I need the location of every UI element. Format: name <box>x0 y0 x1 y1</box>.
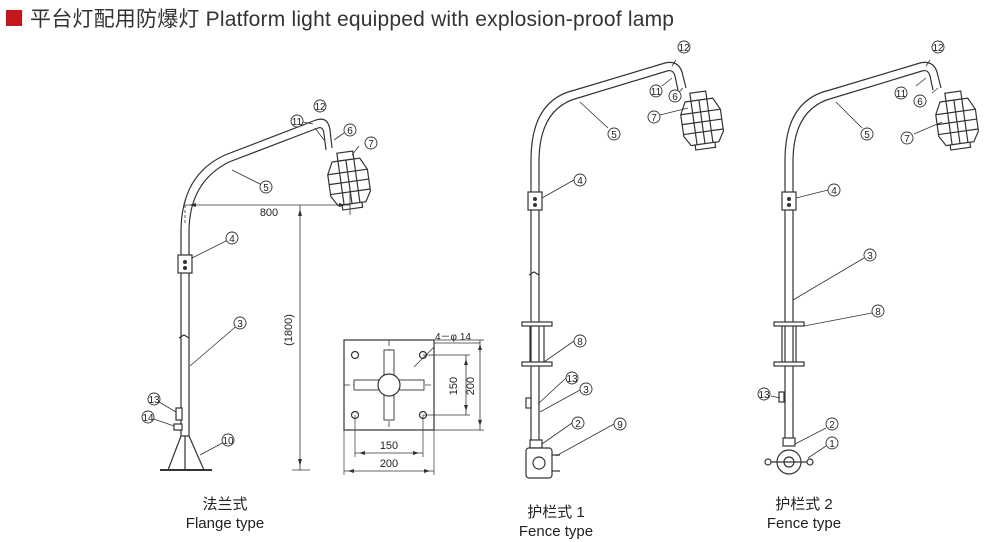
fence-type-1-figure <box>521 59 727 479</box>
callout-circle <box>221 433 235 447</box>
title-marker <box>6 10 22 26</box>
callout-2: 2 <box>829 420 835 431</box>
dim-holes: 4－φ 14 <box>435 332 471 343</box>
callout-circle <box>677 40 691 54</box>
callout-6: 6 <box>347 126 353 137</box>
dim-h200: 200 <box>380 458 398 470</box>
callout-7: 7 <box>904 134 910 145</box>
flange-type-figure: 800 (1800) <box>147 118 374 471</box>
part-callouts: 12 11 6 7 5 4 3 13 14 10 12 11 6 7 5 4 8… <box>141 40 945 450</box>
callout-circle <box>579 382 593 396</box>
callout-5: 5 <box>263 183 269 194</box>
callout-circle <box>894 86 908 100</box>
callout-circle <box>900 131 914 145</box>
callout-circle <box>647 110 661 124</box>
callout-circle <box>343 123 357 137</box>
callout-12: 12 <box>314 102 326 113</box>
callout-4: 4 <box>831 186 837 197</box>
callout-circle <box>863 248 877 262</box>
callout-13: 13 <box>758 390 770 401</box>
callout-circle <box>827 183 841 197</box>
callout-14: 14 <box>142 413 154 424</box>
callout-7: 7 <box>651 113 657 124</box>
dim-1800: (1800) <box>283 314 295 346</box>
dim-800: 800 <box>260 207 278 219</box>
callout-1: 1 <box>829 439 835 450</box>
fence-type-2-figure <box>764 59 982 475</box>
callout-circle <box>565 371 579 385</box>
callout-3: 3 <box>237 319 243 330</box>
callout-5: 5 <box>611 130 617 141</box>
callout-13: 13 <box>566 374 578 385</box>
caption-fence2-en: Fence type <box>766 515 842 532</box>
callout-circle <box>364 136 378 150</box>
callout-4: 4 <box>229 234 235 245</box>
callout-circle <box>913 94 927 108</box>
caption-fence1-en: Fence type <box>518 523 594 540</box>
callout-11: 11 <box>896 89 907 100</box>
caption-fence1-cn: 护栏式 1 <box>527 504 585 521</box>
flange-plate-detail: 4－φ 14 150 200 150 200 <box>343 332 484 475</box>
callout-circle <box>573 334 587 348</box>
caption-flange-cn: 法兰式 <box>202 496 248 513</box>
callout-5: 5 <box>864 130 870 141</box>
callout-6: 6 <box>672 92 678 103</box>
callout-circle <box>225 231 239 245</box>
caption-flange-en: Flange type <box>185 515 265 532</box>
callout-circle <box>757 387 771 401</box>
callout-12: 12 <box>678 43 690 54</box>
callout-4: 4 <box>577 176 583 187</box>
callout-circle <box>871 304 885 318</box>
callout-circle <box>668 89 682 103</box>
callout-3: 3 <box>867 251 873 262</box>
page-header: 平台灯配用防爆灯 Platform light equipped with ex… <box>6 4 674 32</box>
dim-v150: 150 <box>448 377 460 395</box>
caption-fence-1: 护栏式 1 Fence type <box>496 503 616 541</box>
callout-13: 13 <box>148 395 160 406</box>
callout-circle <box>573 173 587 187</box>
callout-circle <box>290 114 304 128</box>
callout-8: 8 <box>577 337 583 348</box>
callout-circle <box>141 410 155 424</box>
callout-circle <box>825 436 839 450</box>
callout-circle <box>931 40 945 54</box>
callout-7: 7 <box>368 139 374 150</box>
callout-3: 3 <box>583 385 589 396</box>
caption-fence2-cn: 护栏式 2 <box>775 496 833 513</box>
callout-circle <box>259 180 273 194</box>
callout-circle <box>607 127 621 141</box>
callout-circle <box>860 127 874 141</box>
callout-2: 2 <box>575 419 581 430</box>
dim-v200: 200 <box>465 377 477 395</box>
dim-h150: 150 <box>380 440 398 452</box>
caption-flange: 法兰式 Flange type <box>165 495 285 533</box>
callout-circle <box>571 416 585 430</box>
callout-circle <box>313 99 327 113</box>
callout-circle <box>649 84 663 98</box>
callout-10: 10 <box>222 436 234 447</box>
callout-circle <box>613 417 627 431</box>
callout-11: 11 <box>651 87 662 98</box>
callout-circle <box>825 417 839 431</box>
callout-8: 8 <box>875 307 881 318</box>
callout-12: 12 <box>932 43 944 54</box>
page-title: 平台灯配用防爆灯 Platform light equipped with ex… <box>30 8 675 31</box>
caption-fence-2: 护栏式 2 Fence type <box>744 495 864 533</box>
callout-9: 9 <box>617 420 623 431</box>
callout-6: 6 <box>917 97 923 108</box>
callout-circle <box>147 392 161 406</box>
callout-11: 11 <box>292 117 303 128</box>
callout-circle <box>233 316 247 330</box>
